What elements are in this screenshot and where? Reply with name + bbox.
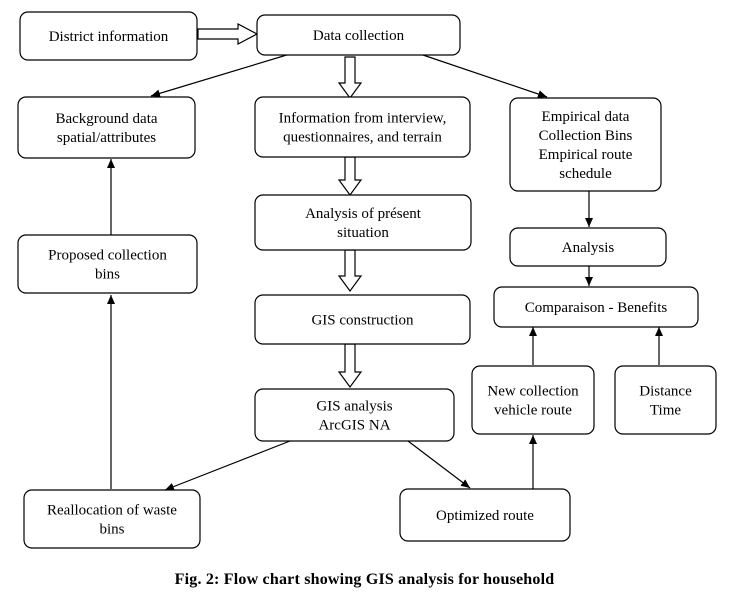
node-label: GIS construction [311, 313, 414, 329]
node-box [399, 488, 571, 542]
node-label: GIS analysis [316, 399, 392, 415]
node-new-route: New collection vehicle route [471, 365, 595, 435]
node-box [17, 96, 196, 159]
edges [107, 23, 663, 491]
node-background: Background data spatial/attributes [17, 96, 196, 159]
node-label: District information [49, 29, 169, 45]
node-label: questionnaires, and terrain [283, 130, 442, 146]
node-box [493, 286, 699, 328]
node-proposed: Proposed collection bins [17, 234, 198, 294]
node-collection: Data collection [256, 14, 461, 56]
node-reallocation: Reallocation of waste bins [23, 489, 201, 549]
node-optimized: Optimized route [399, 488, 571, 542]
node-comparison: Comparaison - Benefits [493, 286, 699, 328]
node-label: vehicle route [494, 403, 572, 419]
node-box [19, 11, 198, 61]
flowchart: District information Data collectionBackg… [17, 11, 717, 549]
node-label: Analysis [562, 240, 615, 256]
node-label: Reallocation of waste [47, 503, 177, 519]
node-box [614, 365, 717, 435]
arrow-analysis-present-to-gis-construction [337, 249, 363, 293]
node-box [471, 365, 595, 435]
node-box [254, 194, 472, 251]
node-box [17, 234, 198, 294]
node-gis-construction: GIS construction [254, 294, 471, 345]
arrow-gis-analysis-to-reallocation [164, 440, 291, 491]
arrow-gis-construction-to-gis-analysis [337, 343, 363, 389]
node-analysis-present: Analysis of présent situation [254, 194, 472, 251]
node-label: bins [95, 267, 120, 283]
node-label: bins [99, 522, 124, 538]
node-interview: Information from interview, questionnaire… [254, 96, 471, 158]
node-label: New collection [487, 384, 579, 400]
node-label: Distance [639, 384, 692, 400]
node-label: Background data [55, 111, 157, 127]
node-label: Collection Bins [539, 128, 633, 144]
node-label: Empirical route [539, 147, 633, 163]
arrow-gis-analysis-to-optimized [407, 440, 471, 489]
node-label: Comparaison - Benefits [525, 300, 668, 316]
arrow-collection-to-interview [337, 56, 363, 100]
node-box [23, 489, 201, 549]
node-box [509, 227, 667, 267]
node-analysis: Analysis [509, 227, 667, 267]
node-box [254, 388, 455, 442]
node-label: situation [337, 225, 389, 241]
node-label: Proposed collection [48, 248, 167, 264]
node-box [254, 294, 471, 345]
nodes: District information Data collectionBackg… [17, 11, 717, 549]
node-label: spatial/attributes [57, 130, 156, 146]
node-label: Data collection [313, 28, 405, 44]
node-box [256, 14, 461, 56]
node-label: Analysis of présent [305, 206, 422, 222]
node-box [509, 97, 662, 192]
node-label: Information from interview, [279, 111, 447, 127]
node-label: Time [650, 403, 681, 419]
arrow-collection-to-background [150, 53, 291, 98]
node-box [254, 96, 471, 158]
node-label: Empirical data [542, 109, 630, 125]
arrow-collection-to-empirical [419, 53, 548, 98]
arrow-district-to-collection [197, 23, 259, 45]
node-label: ArcGIS NA [318, 418, 390, 434]
figure-caption: Fig. 2: Flow chart showing GIS analysis … [174, 571, 555, 588]
node-district: District information [19, 11, 198, 61]
node-label: Optimized route [436, 508, 534, 524]
arrow-interview-to-analysis-present [337, 156, 363, 197]
node-label: schedule [559, 166, 612, 182]
